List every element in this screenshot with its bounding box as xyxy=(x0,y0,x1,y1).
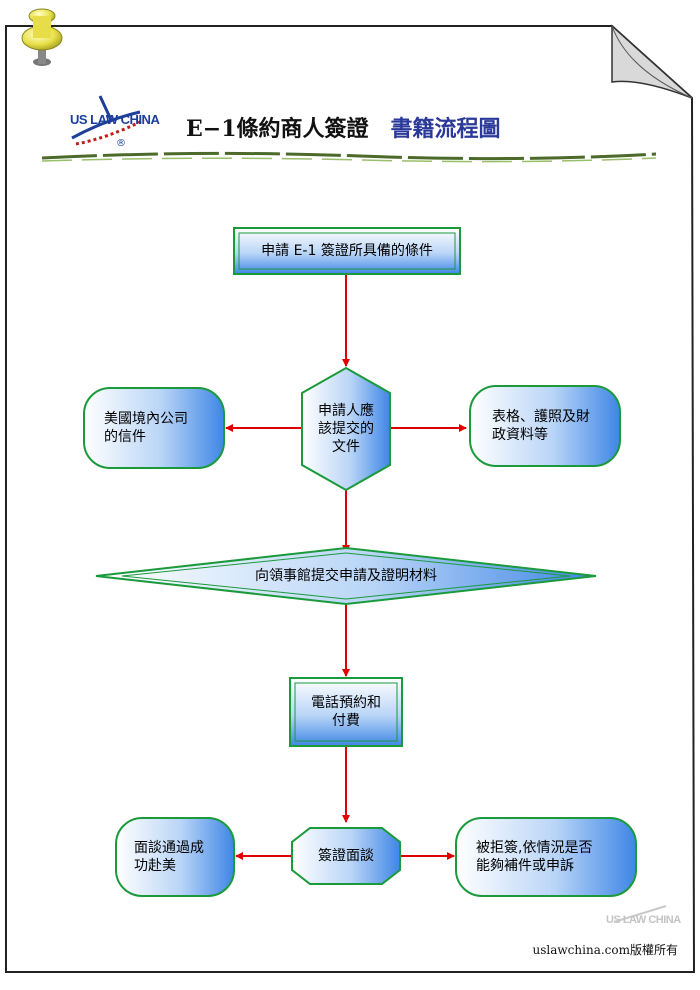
copyright-text: uslawchina.com版權所有 xyxy=(532,943,678,957)
interview-hexagon xyxy=(291,827,401,885)
us-company-label: 美國境內公司 的信件 xyxy=(104,411,188,445)
phone-label: 電話預約和 付費 xyxy=(311,695,381,729)
phone-box xyxy=(289,677,403,747)
interview-label: 簽證面談 xyxy=(318,848,374,864)
logo-registered-mark: ® xyxy=(116,138,126,149)
consulate-label: 向領事館提交申請及證明材料 xyxy=(255,568,437,584)
forms-label: 表格、護照及財 政資料等 xyxy=(492,409,590,443)
logo-text: US LAW CHINA xyxy=(70,112,160,127)
start-label: 申請 E-1 簽證所具備的條件 xyxy=(261,243,433,259)
refused-box xyxy=(455,817,637,897)
header-divider xyxy=(41,151,657,163)
logo: US LAW CHINA xyxy=(70,112,160,127)
forms-box xyxy=(469,385,621,467)
documents-label: 申請人應 該提交的 文件 xyxy=(318,403,374,455)
pushpin-icon xyxy=(21,8,63,66)
node-shapes xyxy=(83,227,637,897)
start-box xyxy=(233,227,461,275)
page-title: E−1條約商人簽證 書籍流程圖 xyxy=(186,110,501,144)
watermark-emblem xyxy=(613,905,667,923)
logo-emblem xyxy=(71,95,145,146)
us-company-box xyxy=(83,387,225,469)
connectors xyxy=(225,274,467,860)
consulate-diamond xyxy=(95,546,597,606)
watermark-logo: US LAW CHINA xyxy=(606,914,681,926)
title-main: E−1條約商人簽證 xyxy=(186,116,369,142)
paper-sheet xyxy=(5,24,696,973)
documents-hexagon xyxy=(301,366,391,492)
success-label: 面談通過成 功赴美 xyxy=(134,840,204,874)
refused-label: 被拒簽,依情況是否 能夠補件或申訴 xyxy=(476,840,593,874)
success-box xyxy=(115,817,235,897)
title-accent: 書籍流程圖 xyxy=(390,116,501,142)
